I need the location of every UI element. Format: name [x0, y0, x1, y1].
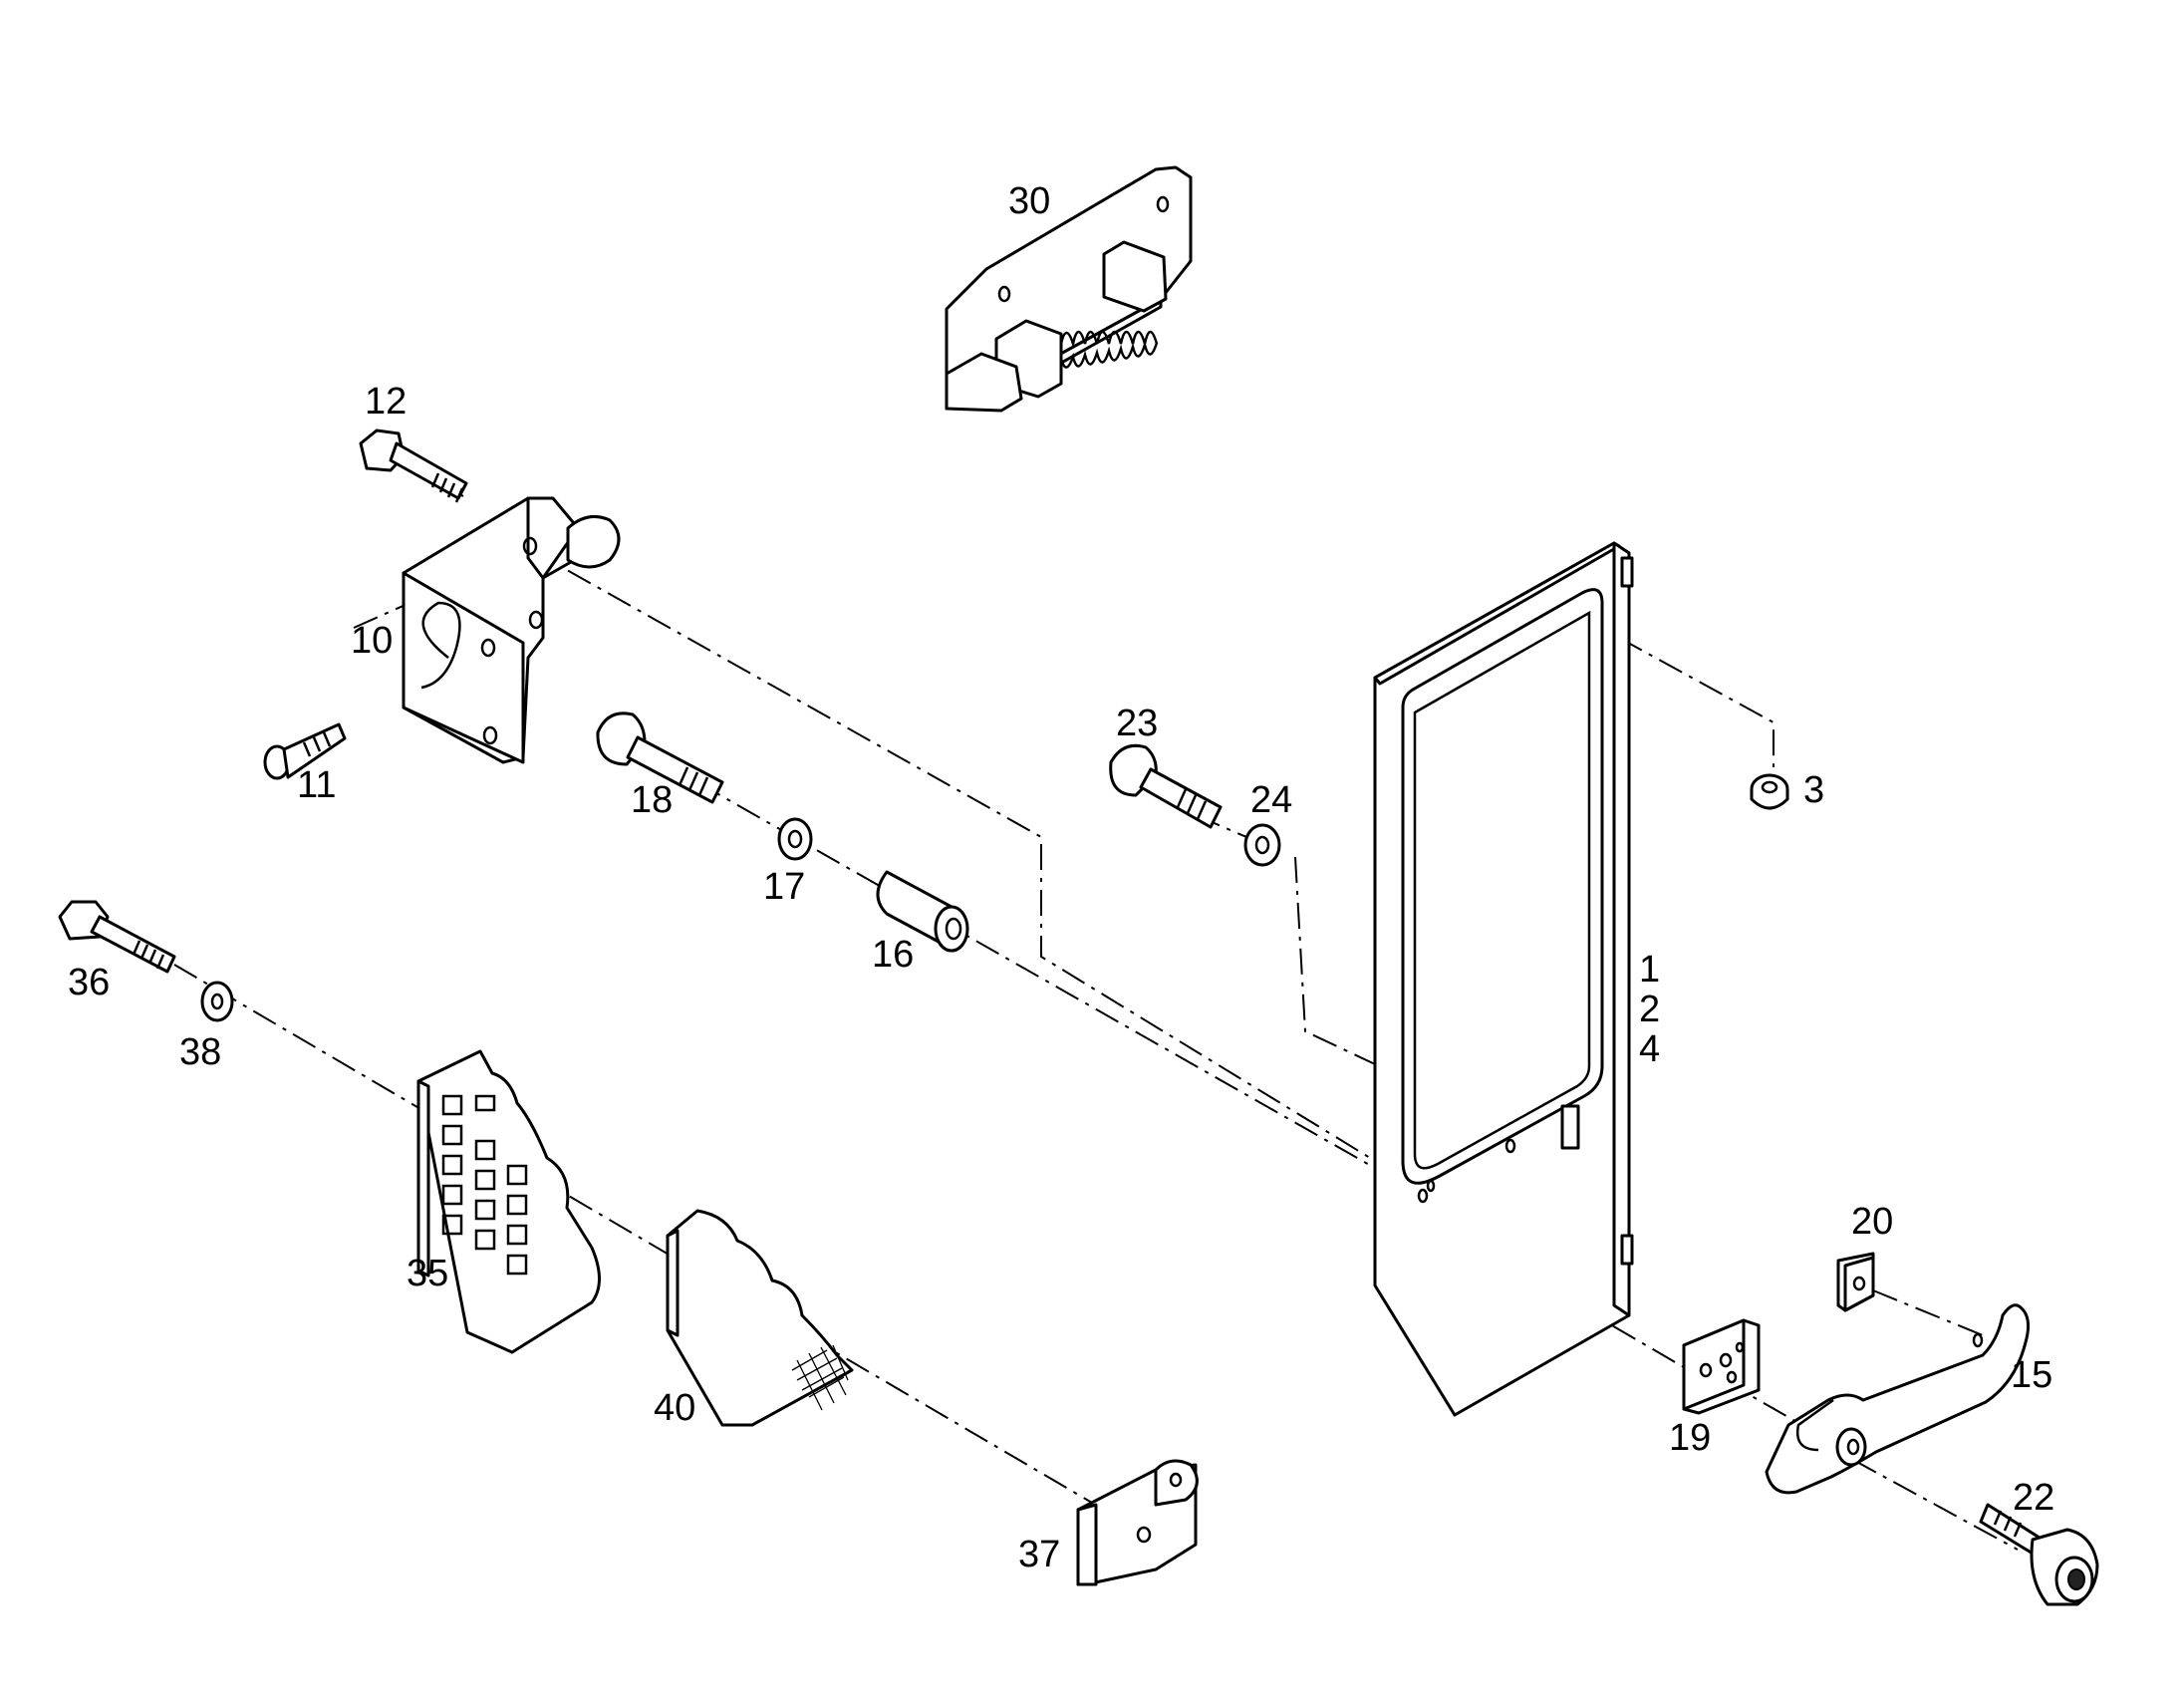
shoulder-bolt-23 [1109, 743, 1223, 829]
ribbed-gusset-35 [416, 1049, 601, 1354]
washer-24 [1243, 823, 1281, 867]
label-12: 12 [365, 381, 407, 423]
label-20: 20 [1851, 1201, 1893, 1243]
hinge-leaf-37 [1076, 1459, 1199, 1586]
mesh-hatch [791, 1344, 849, 1411]
label-18: 18 [631, 779, 673, 821]
washer-38 [200, 981, 234, 1022]
label-3: 3 [1803, 769, 1824, 811]
label-35: 35 [407, 1253, 448, 1294]
backing-plate-19 [1682, 1318, 1761, 1415]
item-labels: 30 12 10 11 18 17 16 23 24 3 1 2 4 36 38… [68, 180, 2054, 1575]
label-23: 23 [1116, 703, 1158, 744]
washer-17 [777, 817, 813, 861]
mounting-bracket-10 [402, 496, 621, 764]
shoulder-bolt-18 [596, 711, 724, 804]
label-30: 30 [1008, 180, 1050, 222]
coil-spring [1059, 330, 1159, 369]
square-nut-20 [1836, 1252, 1875, 1312]
hex-bolt-12 [359, 428, 468, 503]
label-36: 36 [68, 962, 110, 1003]
door-panel-1-2-4 [1373, 541, 1634, 1417]
label-37: 37 [1018, 1534, 1060, 1575]
socket-screw-22 [1979, 1503, 2099, 1606]
gusset-plate-40 [666, 1209, 854, 1427]
label-2: 2 [1639, 989, 1660, 1030]
spring-latch-30 [945, 165, 1193, 413]
label-24: 24 [1250, 779, 1292, 821]
label-38: 38 [179, 1031, 221, 1073]
label-19: 19 [1669, 1417, 1711, 1459]
label-10: 10 [351, 620, 393, 662]
bushing-sleeve-16 [876, 870, 969, 953]
label-40: 40 [654, 1387, 695, 1429]
washer-3 [1750, 773, 1789, 810]
label-11: 11 [297, 764, 336, 806]
label-4: 4 [1639, 1028, 1660, 1070]
hex-bolt-36 [58, 900, 176, 974]
label-22: 22 [2013, 1477, 2054, 1519]
label-16: 16 [872, 934, 914, 976]
countersunk-screw-11 [263, 722, 347, 780]
label-15: 15 [2011, 1354, 2052, 1396]
door-handle-15 [1765, 1303, 2031, 1495]
label-1: 1 [1639, 949, 1660, 991]
label-17: 17 [763, 866, 805, 908]
